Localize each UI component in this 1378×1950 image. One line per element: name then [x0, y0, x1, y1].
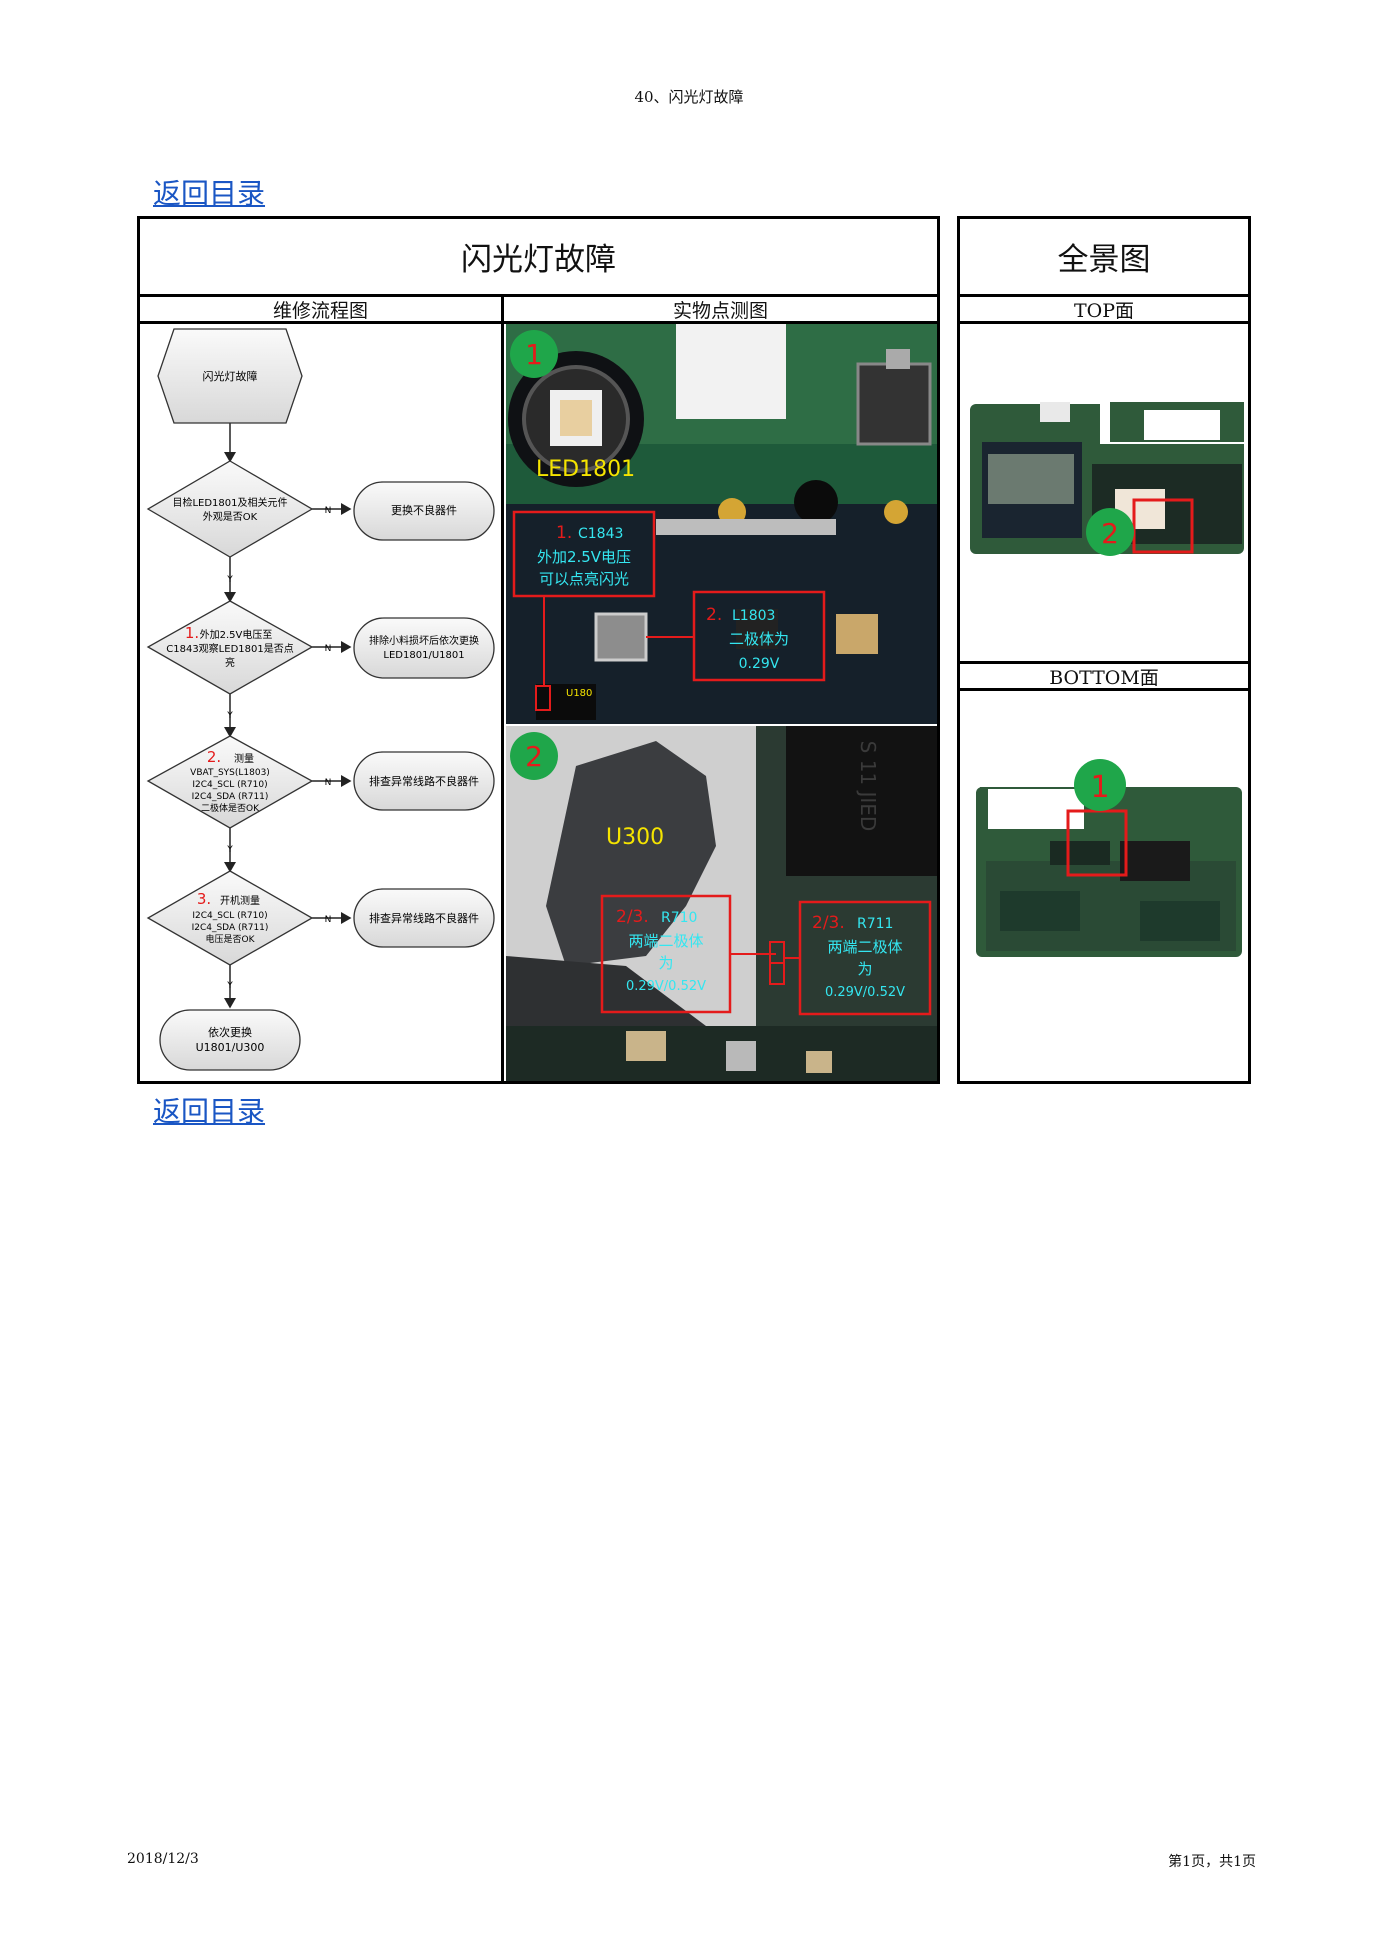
r710-step-number: 2/3.: [616, 907, 649, 927]
flow-action-2-text: 排查异常线路不良器件: [369, 774, 479, 788]
photo-1-badge: 1: [525, 338, 543, 371]
back-to-toc-link-bottom[interactable]: 返回目录: [153, 1095, 266, 1128]
flow-decision-2-line3: I2C4_SCL (R710): [192, 780, 267, 790]
page-header: 40、闪光灯故障: [634, 88, 744, 106]
flow-no-label: N: [325, 506, 332, 516]
measurement-photo-1: 1 LED1801 1. C1843 外加2.5V电压 可以点亮闪光 U180 …: [506, 324, 937, 724]
u180-label: U180: [566, 688, 592, 699]
flow-decision-1-line1: 外加2.5V电压至: [200, 628, 273, 641]
divider: [957, 661, 1251, 664]
top-face-badge: 2: [1101, 517, 1119, 550]
flow-decision-1: [146, 600, 314, 695]
measurement-photo-2: S 11 JIED 2 U300 2/3. R710 两端二极体 为 0.29V…: [506, 726, 937, 1081]
divider: [957, 688, 1251, 691]
r710-caption-line2: 两端二极体: [628, 932, 703, 950]
top-face-board-image: 2: [970, 402, 1244, 556]
flow-action-0-text: 更换不良器件: [391, 503, 457, 517]
flow-action-3: [353, 888, 495, 948]
flow-no-label: N: [325, 915, 332, 925]
top-face-header: TOP面: [1073, 299, 1135, 322]
c1843-marker: [535, 685, 551, 711]
flow-end-node: [159, 1009, 301, 1071]
l1803-caption-line3: 0.29V: [739, 656, 780, 672]
l1803-ref: L1803: [732, 608, 775, 624]
r711-caption-line3: 为: [857, 960, 872, 978]
flow-decision-2-line2: VBAT_SYS(L1803): [190, 768, 270, 778]
r711-caption-line2: 两端二极体: [827, 938, 902, 956]
flow-yes-label: Y: [226, 981, 233, 991]
c1843-callout-box: [512, 510, 656, 598]
c1843-ref: C1843: [578, 526, 623, 542]
flow-end-line1: 依次更换: [208, 1025, 252, 1039]
flow-action-3-text: 排查异常线路不良器件: [369, 911, 479, 925]
bottom-face-board-image: 1: [976, 759, 1242, 957]
flow-yes-label: Y: [226, 711, 233, 721]
col-header-flow: 维修流程图: [272, 299, 368, 322]
flow-action-1-line2: LED1801/U1801: [383, 650, 464, 661]
flow-action-0: [353, 481, 495, 541]
flow-decision-0: [146, 460, 314, 558]
flow-action-1: [353, 617, 495, 679]
bottom-face-badge: 1: [1090, 770, 1109, 805]
divider: [957, 294, 1251, 297]
flow-decision-0-line2: 外观是否OK: [203, 511, 258, 523]
col-header-photo: 实物点测图: [672, 299, 768, 322]
r710-caption-line3: 为: [658, 954, 673, 972]
r711-caption-line4: 0.29V/0.52V: [825, 985, 905, 1000]
r710-ref: R710: [661, 910, 697, 926]
photo-1-chip-label: LED1801: [536, 457, 635, 482]
photo-2-chip-label: U300: [606, 825, 664, 850]
c1843-caption-line3: 可以点亮闪光: [539, 570, 629, 588]
c1843-caption-line2: 外加2.5V电压: [537, 548, 631, 566]
flow-decision-3-line3: I2C4_SDA (R711): [192, 923, 269, 933]
top-face-highlight: [1132, 498, 1194, 554]
l1803-step-number: 2.: [706, 605, 722, 625]
main-title: 闪光灯故障: [461, 242, 616, 278]
divider: [137, 321, 940, 324]
flow-decision-0-line1: 目检LED1801及相关元件: [172, 496, 287, 509]
divider: [501, 294, 504, 1084]
bottom-face-header: BOTTOM面: [1049, 666, 1159, 689]
flow-end-line2: U1801/U300: [196, 1041, 265, 1054]
footer-date: 2018/12/3: [127, 1851, 199, 1867]
flow-start-node: [157, 328, 303, 424]
panorama-title: 全景图: [1057, 242, 1151, 278]
flow-start-text: 闪光灯故障: [203, 369, 258, 383]
flow-decision-2-line4: I2C4_SDA (R711): [192, 792, 269, 802]
bottom-face-highlight: [1066, 809, 1128, 877]
flow-action-2: [353, 751, 495, 811]
flow-decision-3: [146, 870, 314, 966]
divider: [137, 294, 940, 297]
chip-marking: S 11 JIED: [856, 741, 880, 832]
r711-step-number: 2/3.: [812, 913, 845, 933]
flow-action-1-line1: 排除小料损坏后依次更换: [369, 634, 479, 647]
back-to-toc-link-top[interactable]: 返回目录: [153, 177, 266, 210]
flow-yes-label: Y: [226, 575, 233, 585]
upload-arrow-icon: [886, 349, 910, 369]
flow-decision-3-line2: I2C4_SCL (R710): [192, 911, 267, 921]
flow-yes-label: Y: [226, 845, 233, 855]
flow-decision-3-line1: 开机测量: [220, 894, 260, 907]
flow-step-3-number: 3.: [197, 890, 211, 908]
c1843-step-number: 1.: [556, 523, 572, 543]
footer-page-number: 第1页，共1页: [1168, 1854, 1256, 1870]
flow-decision-2: [146, 735, 314, 829]
repair-flowchart: 闪光灯故障 目检LED1801及相关元件 外观是否OK N Y 更换不良器件 1…: [146, 328, 495, 1071]
flow-decision-2-line1: 测量: [234, 752, 254, 765]
flow-no-label: N: [325, 644, 332, 654]
flow-no-label: N: [325, 778, 332, 788]
flow-step-2-number: 2.: [207, 748, 221, 766]
r711-ref: R711: [857, 916, 893, 932]
r710-caption-line4: 0.29V/0.52V: [626, 979, 706, 994]
divider: [957, 321, 1251, 324]
flow-decision-3-line4: 电压是否OK: [206, 933, 256, 945]
flow-decision-2-line5: 二极体是否OK: [201, 802, 260, 814]
flow-step-1-number: 1.: [185, 624, 199, 642]
flow-decision-1-line2: C1843观察LED1801是否点: [166, 642, 293, 655]
l1803-caption-line2: 二极体为: [729, 630, 789, 648]
photo-2-badge: 2: [525, 740, 543, 773]
flow-decision-1-line3: 亮: [225, 656, 235, 669]
